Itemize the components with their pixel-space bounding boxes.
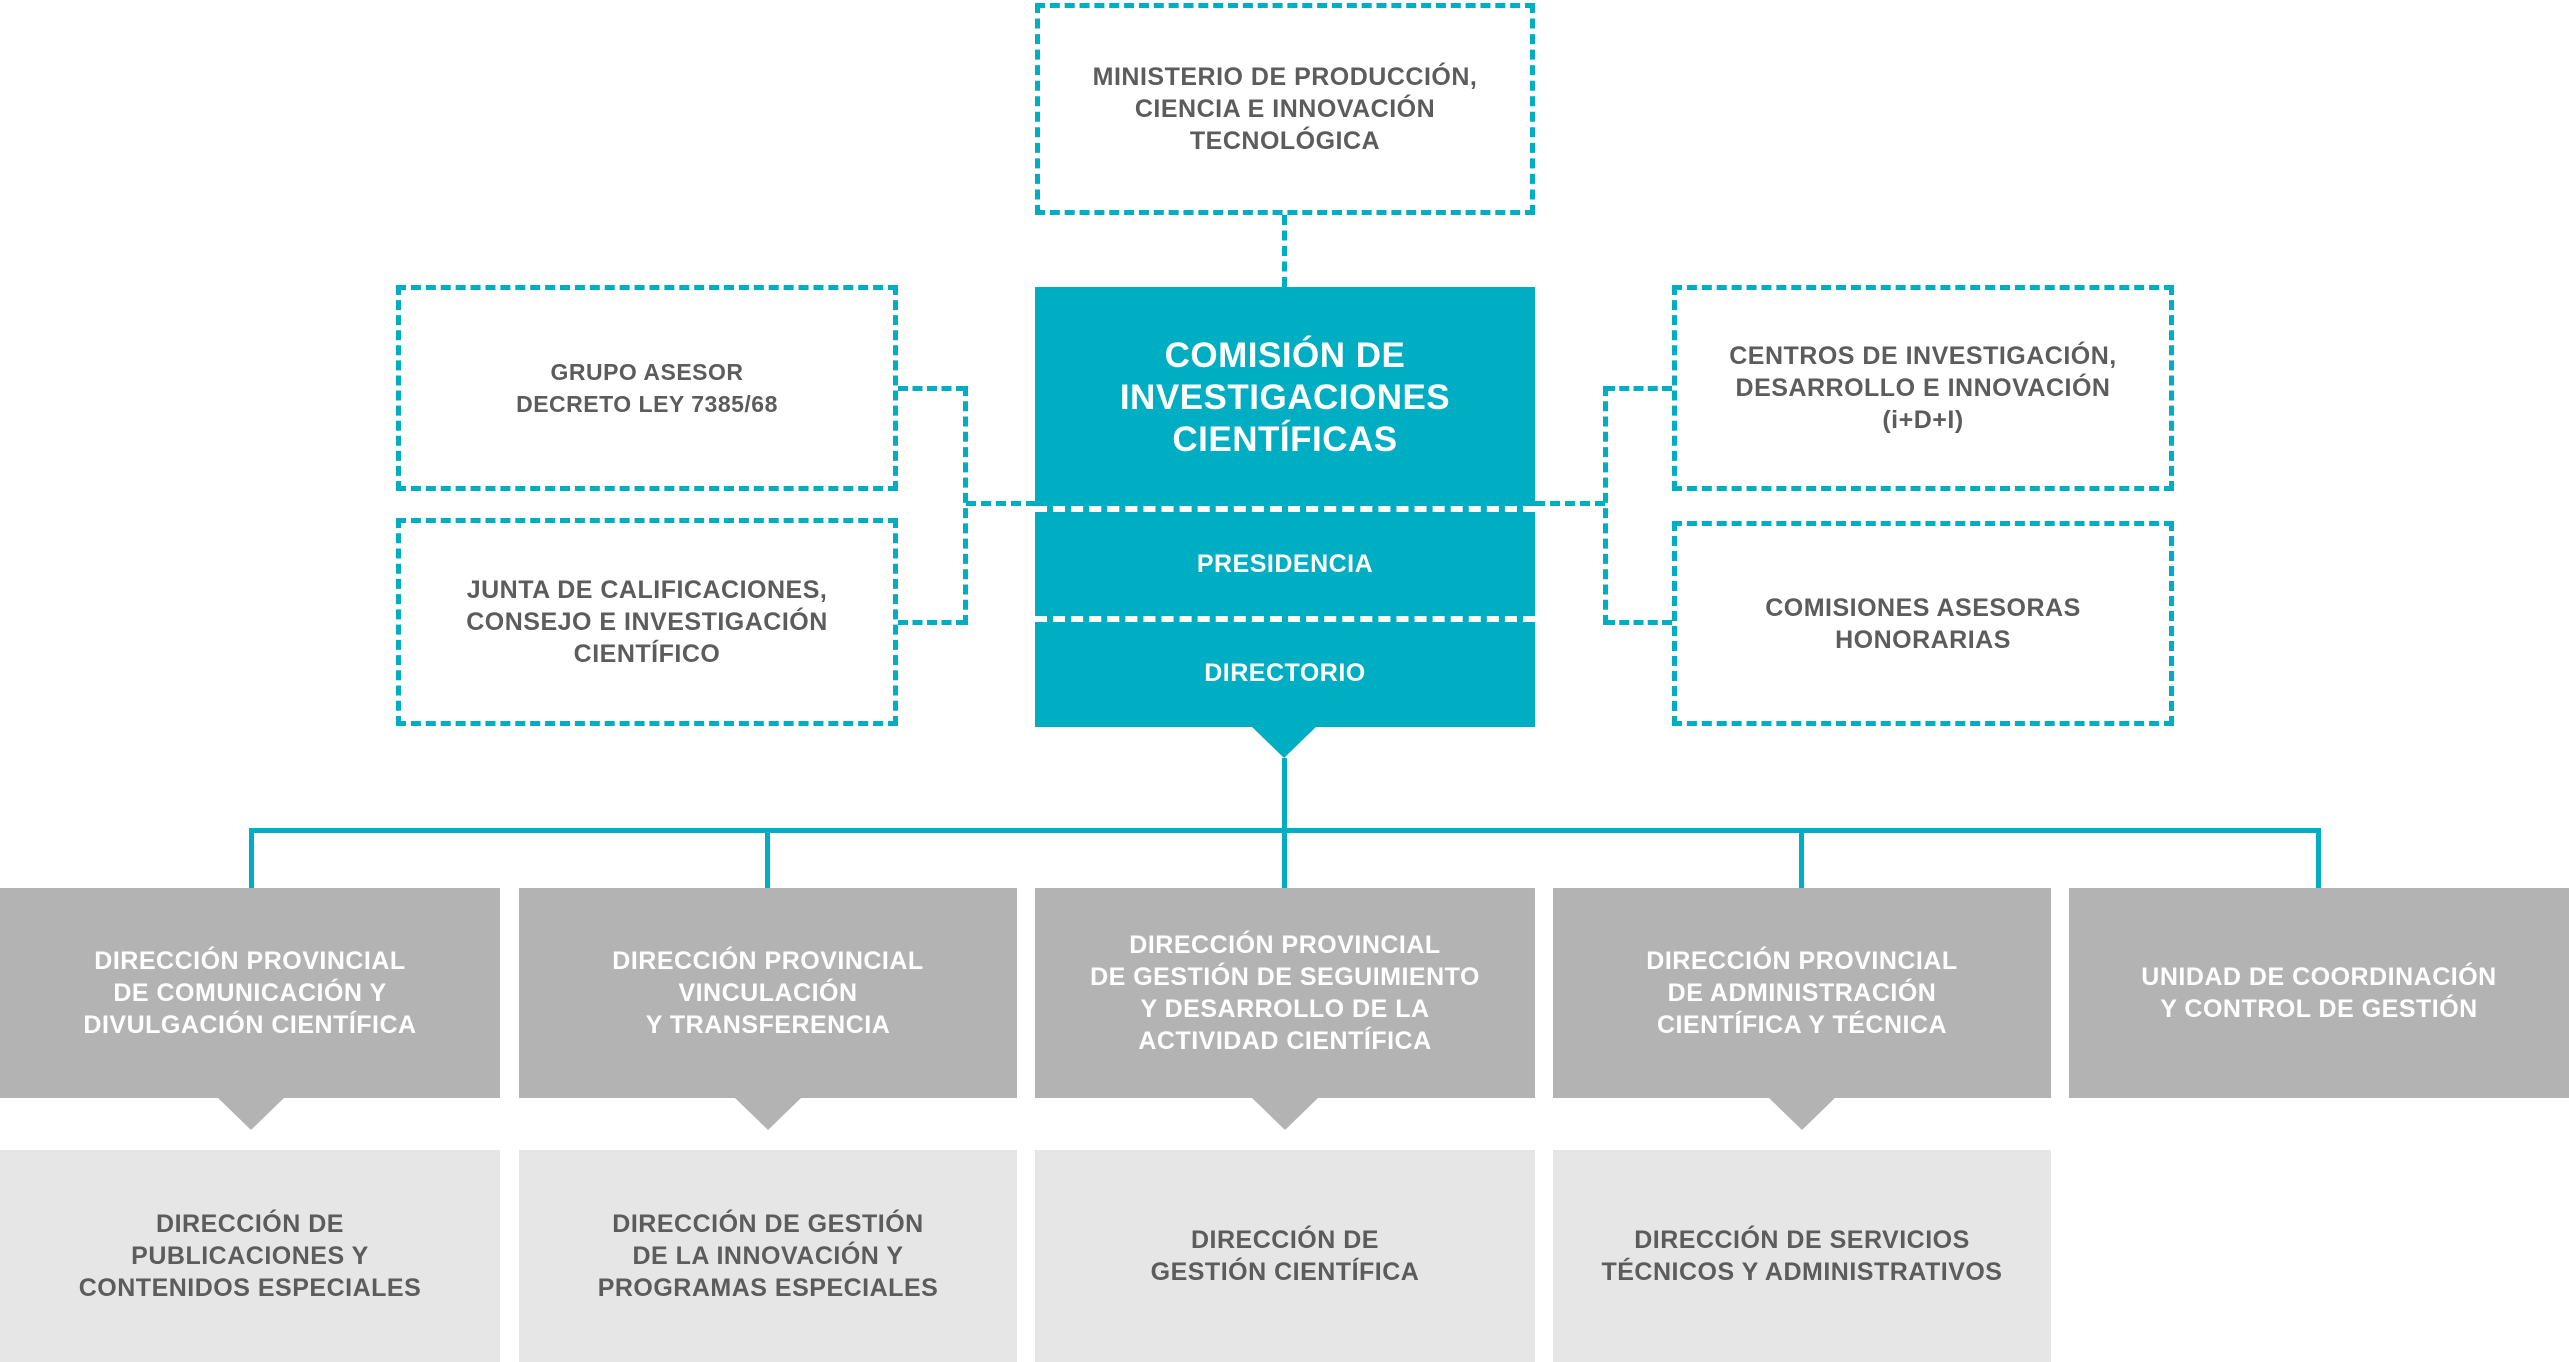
- divider-directorio: [1035, 616, 1535, 622]
- presidencia-label: PRESIDENCIA: [1196, 550, 1374, 578]
- comisiones-box: COMISIONES ASESORAS HONORARIAS: [1672, 521, 2174, 726]
- connector-left-top: [898, 386, 966, 391]
- junta-box: JUNTA DE CALIFICACIONES, CONSEJO E INVES…: [396, 518, 898, 726]
- connector-ministerio: [1282, 215, 1287, 287]
- subdireccion-label: DIRECCIÓN DE PUBLICACIONES Y CONTENIDOS …: [78, 1210, 422, 1302]
- divider-presidencia: [1035, 506, 1535, 512]
- sub-gestion-cientifica: DIRECCIÓN DE GESTIÓN CIENTÍFICA: [1035, 1150, 1535, 1362]
- pointer-3: [1252, 1098, 1318, 1130]
- connector-drop-1: [249, 828, 254, 888]
- direccion-administracion: DIRECCIÓN PROVINCIAL DE ADMINISTRACIÓN C…: [1553, 888, 2051, 1098]
- centros-box: CENTROS DE INVESTIGACIÓN, DESARROLLO E I…: [1672, 285, 2174, 491]
- sub-innovacion: DIRECCIÓN DE GESTIÓN DE LA INNOVACIÓN Y …: [519, 1150, 1017, 1362]
- connector-trunk: [1282, 758, 1287, 833]
- connector-left-bottom: [898, 620, 966, 625]
- grupo-asesor-box: GRUPO ASESOR DECRETO LEY 7385/68: [396, 285, 898, 491]
- connector-drop-4: [1799, 828, 1804, 888]
- centros-label: CENTROS DE INVESTIGACIÓN, DESARROLLO E I…: [1729, 342, 2117, 434]
- connector-right-top: [1605, 386, 1672, 391]
- directorio-label: DIRECTORIO: [1204, 659, 1366, 687]
- grupo-asesor-label: GRUPO ASESOR DECRETO LEY 7385/68: [516, 359, 778, 417]
- pointer-center: [1251, 726, 1317, 758]
- connector-drop-5: [2316, 828, 2321, 888]
- direccion-label: UNIDAD DE COORDINACIÓN Y CONTROL DE GEST…: [2141, 963, 2497, 1023]
- connector-drop-3: [1282, 828, 1287, 888]
- presidencia-box: PRESIDENCIA: [1035, 509, 1535, 619]
- directorio-box: DIRECTORIO: [1035, 619, 1535, 727]
- connector-left-center: [966, 501, 1036, 506]
- pointer-4: [1769, 1098, 1835, 1130]
- subdireccion-label: DIRECCIÓN DE SERVICIOS TÉCNICOS Y ADMINI…: [1601, 1226, 2003, 1286]
- subdireccion-label: DIRECCIÓN DE GESTIÓN CIENTÍFICA: [1150, 1226, 1420, 1286]
- connector-right-vertical: [1603, 386, 1608, 625]
- ministerio-box: MINISTERIO DE PRODUCCIÓN, CIENCIA E INNO…: [1035, 3, 1535, 215]
- comision-title-box: COMISIÓN DE INVESTIGACIONES CIENTÍFICAS: [1035, 287, 1535, 509]
- direccion-label: DIRECCIÓN PROVINCIAL VINCULACIÓN Y TRANS…: [612, 947, 924, 1039]
- sub-servicios: DIRECCIÓN DE SERVICIOS TÉCNICOS Y ADMINI…: [1553, 1150, 2051, 1362]
- connector-right-bottom: [1605, 620, 1672, 625]
- comision-title: COMISIÓN DE INVESTIGACIONES CIENTÍFICAS: [1119, 336, 1451, 459]
- junta-label: JUNTA DE CALIFICACIONES, CONSEJO E INVES…: [466, 576, 828, 668]
- comisiones-label: COMISIONES ASESORAS HONORARIAS: [1765, 593, 2081, 654]
- direccion-comunicacion: DIRECCIÓN PROVINCIAL DE COMUNICACIÓN Y D…: [0, 888, 500, 1098]
- direccion-label: DIRECCIÓN PROVINCIAL DE ADMINISTRACIÓN C…: [1646, 947, 1958, 1039]
- direccion-label: DIRECCIÓN PROVINCIAL DE GESTIÓN DE SEGUI…: [1090, 931, 1480, 1055]
- sub-publicaciones: DIRECCIÓN DE PUBLICACIONES Y CONTENIDOS …: [0, 1150, 500, 1362]
- direccion-vinculacion: DIRECCIÓN PROVINCIAL VINCULACIÓN Y TRANS…: [519, 888, 1017, 1098]
- connector-left-vertical: [963, 386, 968, 625]
- pointer-1: [218, 1098, 284, 1130]
- direccion-seguimiento: DIRECCIÓN PROVINCIAL DE GESTIÓN DE SEGUI…: [1035, 888, 1535, 1098]
- subdireccion-label: DIRECCIÓN DE GESTIÓN DE LA INNOVACIÓN Y …: [597, 1210, 939, 1302]
- direccion-label: DIRECCIÓN PROVINCIAL DE COMUNICACIÓN Y D…: [83, 947, 417, 1039]
- pointer-2: [735, 1098, 801, 1130]
- unidad-coordinacion: UNIDAD DE COORDINACIÓN Y CONTROL DE GEST…: [2069, 888, 2569, 1098]
- connector-drop-2: [765, 828, 770, 888]
- connector-right-center: [1535, 501, 1605, 506]
- ministerio-label: MINISTERIO DE PRODUCCIÓN, CIENCIA E INNO…: [1092, 63, 1478, 155]
